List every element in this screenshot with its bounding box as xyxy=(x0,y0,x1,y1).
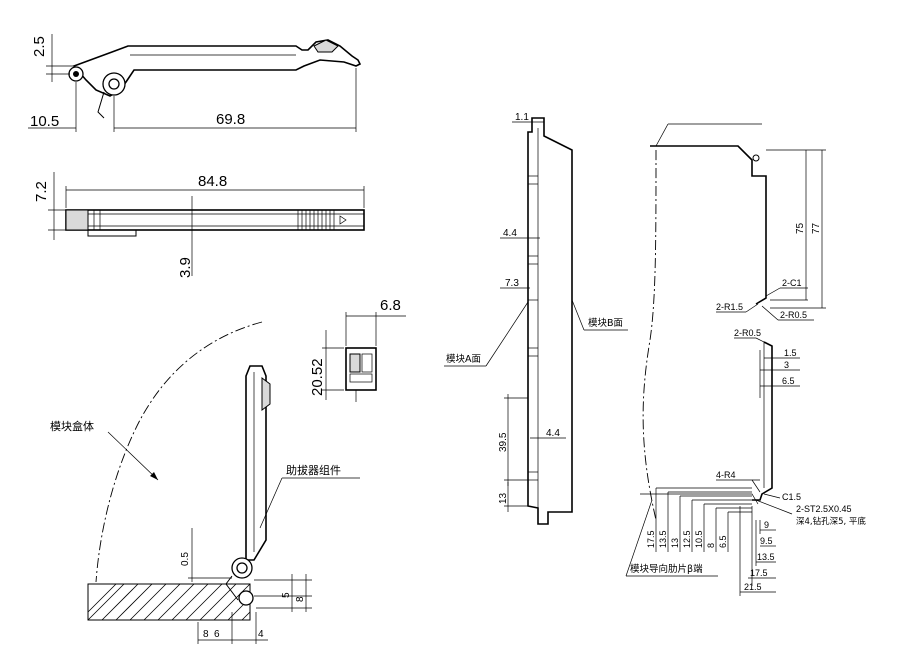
dim-39-5: 39.5 xyxy=(498,432,509,452)
callout-4-r4: 4-R4 xyxy=(716,470,736,480)
dim-3-9: 3.9 xyxy=(177,257,194,278)
callout-2-c1: 2-C1 xyxy=(782,278,802,288)
dim-5: 5 xyxy=(281,592,292,598)
bar-lower-step xyxy=(87,230,137,237)
lever-cam-inner xyxy=(108,78,120,90)
small-part-slot xyxy=(349,353,361,373)
dim-0-5: 0.5 xyxy=(180,552,191,566)
dim-10-5-v: 10.5 xyxy=(694,530,704,548)
label-module-box: 模块盒体 xyxy=(50,419,94,433)
bottom-horizontal-dims: 9 9.5 13.5 17.5 21.5 xyxy=(739,506,776,596)
module-side-view: 1.1 4.4 7.3 39.5 4.4 13 模块B面 模块A面 xyxy=(444,112,628,525)
label-puller: 助拔器组件 xyxy=(286,463,341,477)
lever-latch-grip xyxy=(313,39,339,53)
bar-arrow-mark xyxy=(339,215,347,225)
rib-beta-edge xyxy=(752,341,773,501)
puller-hook-pin xyxy=(238,590,254,606)
lever-hook xyxy=(97,91,105,119)
dim-8-v: 8 xyxy=(706,543,716,548)
dim-17-5-v: 17.5 xyxy=(646,530,656,548)
dim-2-5: 2.5 xyxy=(31,36,48,57)
lever-profile-view: 2.5 10.5 69.8 xyxy=(28,34,362,132)
dim-7-2: 7.2 xyxy=(33,181,50,202)
dim-8-right: 8 xyxy=(295,596,306,602)
dim-4-bottom: 4 xyxy=(258,629,264,640)
base-plate xyxy=(87,583,251,621)
dim-6-bottom: 6 xyxy=(214,629,220,640)
puller-latch xyxy=(261,377,271,411)
dim-4-4-bottom: 4.4 xyxy=(546,428,560,439)
bar-end-block xyxy=(65,209,89,231)
module-box-outline xyxy=(95,321,263,583)
dim-13-5-h: 13.5 xyxy=(757,552,775,562)
lever-pivot-center xyxy=(73,71,79,77)
dim-8-bottom: 8 xyxy=(203,629,209,640)
dim-9-5-h: 9.5 xyxy=(760,536,773,546)
assembly-view: 模块盒体 助拔器组件 0.5 5 8 8 6 4 xyxy=(50,321,360,644)
callout-2-r0-5-lower: 2-R0.5 xyxy=(734,328,761,338)
callout-st-note: 深4,钻孔深5, 平底 xyxy=(796,516,866,527)
dim-6-5-right: 6.5 xyxy=(782,376,795,386)
dim-84-8: 84.8 xyxy=(198,173,227,190)
puller-pivot-inner xyxy=(236,562,248,574)
dim-20-52: 20.52 xyxy=(309,358,326,396)
rib-bottom-edge xyxy=(640,493,759,505)
dim-10-5: 10.5 xyxy=(30,113,59,130)
bar-grip-ribs xyxy=(297,210,335,230)
rib-alpha-edge xyxy=(650,145,767,305)
rib-boundary xyxy=(642,149,657,521)
label-rib-beta: 模块导向肋片β端 xyxy=(630,563,703,575)
dim-6-5-v: 6.5 xyxy=(718,535,728,548)
bar-outline xyxy=(65,209,365,231)
callout-c1-5: C1.5 xyxy=(782,492,801,502)
small-part-body xyxy=(345,347,377,391)
label-face-b: 模块B面 xyxy=(588,317,623,329)
dim-13-v: 13 xyxy=(670,538,680,548)
puller-arm xyxy=(245,365,267,561)
dim-1-1: 1.1 xyxy=(515,112,529,123)
callout-st-thread: 2-ST2.5X0.45 xyxy=(796,504,852,514)
rib-front-view: 75 77 2-C1 2-R1.5 2-R0.5 2-R0.5 1.5 3 6.… xyxy=(625,123,866,596)
dim-4-4-top: 4.4 xyxy=(503,228,517,239)
rib-alpha-hole xyxy=(752,154,760,162)
callout-2-r0-5-upper: 2-R0.5 xyxy=(780,310,807,320)
dim-3: 3 xyxy=(784,360,789,370)
small-part-view: 6.8 20.52 xyxy=(309,297,406,402)
bottom-vertical-dims: 17.5 13.5 13 12.5 10.5 8 6.5 xyxy=(646,487,752,552)
dim-9-h: 9 xyxy=(764,520,769,530)
dim-13: 13 xyxy=(498,492,509,504)
dim-7-3: 7.3 xyxy=(505,278,519,289)
dim-13-5-v: 13.5 xyxy=(658,530,668,548)
dim-21-5-h: 21.5 xyxy=(744,582,762,592)
dim-77: 77 xyxy=(811,222,822,234)
dim-6-8: 6.8 xyxy=(380,297,401,314)
side-view-outline xyxy=(527,117,573,525)
dim-75: 75 xyxy=(795,222,806,234)
dim-69-8: 69.8 xyxy=(216,111,245,128)
callout-2-r1-5: 2-R1.5 xyxy=(716,302,743,312)
dim-1-5: 1.5 xyxy=(784,348,797,358)
dim-12-5-v: 12.5 xyxy=(682,530,692,548)
dim-17-5-h: 17.5 xyxy=(750,568,768,578)
label-face-a: 模块A面 xyxy=(446,353,481,365)
bar-top-view: 7.2 84.8 3.9 xyxy=(33,172,365,278)
